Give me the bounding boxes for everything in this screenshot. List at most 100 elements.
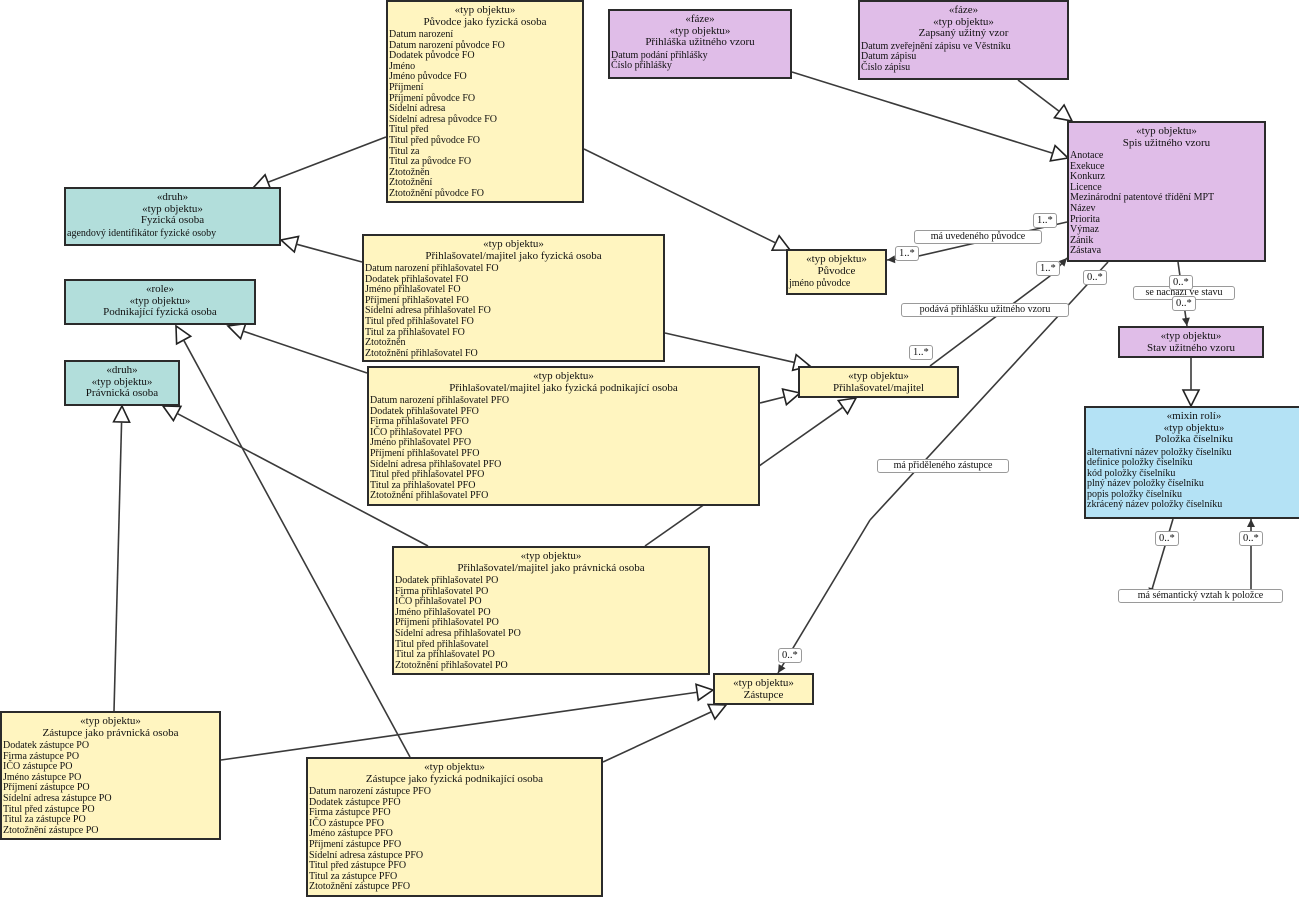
generalization-edge[interactable]: [220, 691, 698, 761]
class-pravnicka-osoba[interactable]: «druh»«typ objektu»Právnická osoba: [64, 360, 180, 406]
attribute-item: Název: [1070, 202, 1096, 214]
generalization-arrowhead: [175, 324, 193, 346]
class-zastupce[interactable]: «typ objektu»Zástupce: [713, 673, 814, 705]
attribute-item: Dodatek přihlašovatel PO: [395, 575, 499, 586]
attribute-item: Titul za původce FO: [389, 156, 472, 168]
association-label-semanticky-vztah[interactable]: má sémantický vztah k položce: [1118, 589, 1283, 603]
class-name: Právnická osoba: [85, 387, 159, 399]
generalization-edge[interactable]: [583, 148, 776, 244]
generalization-edge[interactable]: [791, 71, 1053, 155]
attribute-item: IČO přihlašovatel PFO: [370, 426, 463, 438]
class-name: Přihláška užitného vzoru: [645, 36, 755, 48]
attribute-item: Jméno zástupce PO: [3, 771, 82, 783]
stereotype-label: «druh»: [106, 364, 138, 376]
class-polozka-ciselniku[interactable]: «mixin rolí»«typ objektu»Položka číselní…: [1084, 406, 1299, 519]
class-zastupce-pravnicka-osoba[interactable]: «typ objektu»Zástupce jako právnická oso…: [0, 711, 221, 840]
attribute-item: Ztotožněn: [389, 166, 430, 178]
class-prihlasovatel-fyzicka-osoba[interactable]: «typ objektu»Přihlašovatel/majitel jako …: [362, 234, 665, 362]
class-stav-uzitneho-vzoru[interactable]: «typ objektu»Stav užitného vzoru: [1118, 326, 1264, 358]
generalization-edge[interactable]: [176, 412, 429, 547]
attribute-item: Sídelní adresa zástupce PO: [3, 792, 112, 804]
generalization-edge[interactable]: [664, 332, 795, 364]
generalization-arrowhead: [1181, 389, 1201, 408]
generalization-arrowhead: [112, 404, 131, 424]
association-label-podava-prihlasku[interactable]: podává přihlášku užitného vzoru: [901, 303, 1069, 317]
generalization-arrowhead: [781, 388, 802, 407]
generalization-edge[interactable]: [113, 421, 123, 712]
stereotype-label: «typ objektu»: [454, 4, 516, 16]
stereotype-label: «typ objektu»: [933, 15, 994, 28]
class-name: Původce: [817, 264, 856, 277]
multiplicity-label: 0..*: [778, 648, 802, 663]
stereotype-label: «typ objektu»: [483, 238, 544, 250]
class-prihlasovatel-pravnicka-osoba[interactable]: «typ objektu»Přihlašovatel/majitel jako …: [392, 546, 710, 675]
association-arrowhead: [1181, 317, 1190, 326]
attribute-item: Titul za přihlašovatel FO: [365, 326, 465, 338]
attribute-item: popis položky číselníku: [1087, 488, 1182, 500]
attribute-item: Firma přihlašovatel PO: [395, 585, 489, 597]
attribute-item: IČO přihlašovatel PO: [395, 596, 482, 608]
generalization-edge[interactable]: [242, 330, 368, 374]
association-label-ma-prideleneho-zastupce[interactable]: má přiděleného zástupce: [877, 459, 1009, 473]
multiplicity-label: 1..*: [1033, 213, 1057, 228]
generalization-edge[interactable]: [759, 396, 785, 404]
attribute-item: Zástava: [1070, 245, 1102, 257]
class-prihlasovatel-majitel[interactable]: «typ objektu»Přihlašovatel/majitel: [798, 366, 959, 398]
class-name: Zástupce: [743, 688, 784, 701]
generalization-edge[interactable]: [296, 243, 363, 263]
class-podnikajici-fyzicka-osoba[interactable]: «role»«typ objektu»Podnikající fyzická o…: [64, 279, 256, 325]
attribute-item: Ztotožnění: [389, 177, 433, 189]
class-prihlaska-uzitneho-vzoru[interactable]: «fáze»«typ objektu»Přihláška užitného vz…: [608, 9, 792, 79]
class-header: «typ objektu»Původce jako fyzická osoba: [388, 2, 582, 28]
attribute-item: Příjmení přihlašovatel FO: [365, 294, 469, 306]
generalization-edge[interactable]: [182, 339, 411, 758]
generalization-edge[interactable]: [602, 711, 712, 763]
attribute-item: Konkurz: [1070, 171, 1105, 183]
stereotype-label: «typ objektu»: [1136, 125, 1197, 137]
attribute-item: Ztotožnění přihlašovatel PFO: [370, 490, 489, 502]
attribute-item: Titul před: [389, 124, 429, 136]
class-name: Spis užitného vzoru: [1122, 136, 1211, 149]
attribute-item: Výmaz: [1070, 224, 1099, 236]
attribute-item: kód položky číselníku: [1087, 467, 1176, 479]
attribute-item: Titul před zástupce PFO: [309, 860, 407, 872]
association-edge[interactable]: [777, 519, 871, 674]
attribute-item: Titul před zástupce PO: [3, 803, 95, 815]
class-name: Přihlašovatel/majitel jako fyzická osoba: [425, 249, 602, 262]
attribute-item: Datum narození původce FO: [389, 39, 505, 51]
stereotype-label: «typ objektu»: [733, 677, 794, 689]
generalization-edge[interactable]: [267, 136, 387, 184]
multiplicity-label: 0..*: [1169, 275, 1193, 290]
class-name: Zapsaný užitný vzor: [918, 27, 1009, 39]
stereotype-label: «mixin rolí»: [1166, 410, 1222, 422]
class-prihlasovatel-fyzicka-podnikajici-osoba[interactable]: «typ objektu»Přihlašovatel/majitel jako …: [367, 366, 760, 506]
class-header: «fáze»«typ objektu»Přihláška užitného vz…: [610, 11, 790, 49]
class-name: Zástupce jako právnická osoba: [42, 726, 179, 739]
attribute-item: Firma zástupce PO: [3, 750, 80, 762]
generalization-edge[interactable]: [1017, 79, 1060, 112]
stereotype-label: «typ objektu»: [91, 375, 153, 388]
attribute-item: Sídelní adresa přihlašovatel PFO: [370, 458, 502, 470]
attribute-item: Dodatek přihlašovatel FO: [365, 273, 469, 285]
class-header: «role»«typ objektu»Podnikající fyzická o…: [66, 281, 254, 319]
stereotype-label: «typ objektu»: [806, 253, 867, 265]
class-zastupce-fyzicka-podnikajici-osoba[interactable]: «typ objektu»Zástupce jako fyzická podni…: [306, 757, 603, 897]
multiplicity-label: 0..*: [1172, 296, 1196, 311]
attribute-item: Licence: [1070, 181, 1102, 193]
attribute-item: Titul za přihlašovatel PFO: [370, 479, 476, 491]
association-label-ma-uvedeneho-puvodce[interactable]: má uvedeného původce: [914, 230, 1042, 244]
stereotype-label: «typ objektu»: [80, 715, 141, 727]
attribute-item: Jméno přihlašovatel FO: [365, 284, 461, 296]
stereotype-label: «typ objektu»: [424, 761, 485, 773]
class-header: «typ objektu»Původce: [788, 251, 885, 277]
association-edge[interactable]: [929, 275, 1051, 367]
attribute-item: Datum podání přihlášky: [611, 49, 708, 61]
attribute-item: Zánik: [1070, 234, 1094, 246]
